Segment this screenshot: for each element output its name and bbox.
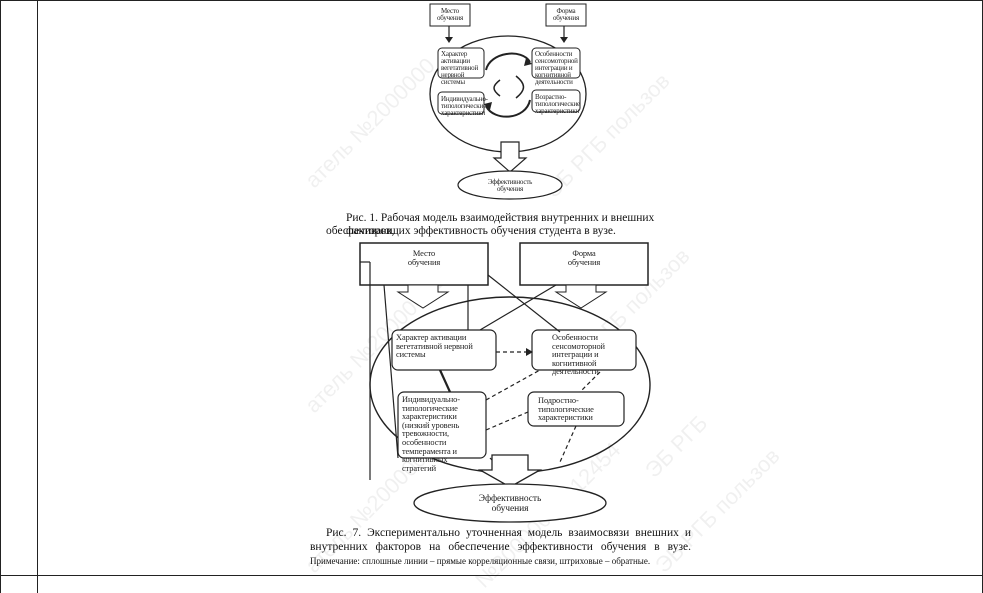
fig1-box-osobennosti: [531, 47, 581, 79]
fig1-oval-effekt: [457, 170, 563, 200]
fig7-label-individ: Индивидуально-типологические характерист…: [402, 395, 460, 473]
fig7-solid-line: [479, 284, 557, 331]
fig1-arrowhead-forma: [560, 37, 568, 43]
fig7-caption-line1: Рис. 7. Экспериментально уточненная моде…: [326, 527, 691, 539]
fig1-caption-line1: Рис. 1. Рабочая модель взаимодействия вн…: [346, 212, 655, 237]
fig7-block-arrow-mesto: [396, 284, 450, 309]
fig7-block-arrow-forma: [554, 284, 608, 309]
fig1-cycle-arrow-bottom: [485, 99, 531, 118]
fig1-box-individ: [437, 91, 485, 115]
fig7-dashed-line: [485, 369, 541, 401]
fig1-label-forma: Форма обучения: [552, 7, 580, 22]
fig7-dashed-arrowhead: [526, 348, 533, 356]
fig1-label-osobennosti: Особенности сенсомоторной интеграции и к…: [535, 50, 578, 86]
fig1-caption-line2: обеспечивающих эффективность обучения ст…: [326, 225, 616, 237]
fig7-solid-line: [487, 274, 561, 333]
table-column-divider: [37, 0, 38, 593]
fig1-label-vozrast: Возрастно-типологические характеристики: [535, 93, 580, 115]
fig1-arrowhead-mesto: [445, 37, 453, 43]
fig1-label-individ: Индивидуально-типологические характерист…: [441, 95, 488, 117]
fig1-box-forma: [545, 3, 587, 27]
fig7-box-mesto: [359, 242, 489, 286]
table-border-top: [0, 0, 983, 1]
fig7-solid-line: [383, 284, 399, 459]
fig1-label-mesto: Место обучения: [436, 7, 464, 22]
fig7-label-forma: Форма обучения: [567, 249, 601, 267]
fig7-box-forma: [519, 242, 649, 286]
fig7-note: Примечание: сплошные линии – прямые корр…: [310, 556, 651, 566]
fig1-cycle-arrow-top: [485, 52, 531, 71]
fig7-box-individ: [397, 391, 487, 459]
fig7-caption-line2: внутренних факторов на обеспечение эффек…: [310, 541, 691, 553]
table-border-left: [0, 0, 1, 593]
fig1-down-arrow: [492, 141, 528, 173]
fig7-solid-line: [438, 369, 452, 393]
fig7-label-effekt: Эффективность обучения: [478, 494, 542, 514]
fig1-box-harakter: [437, 47, 485, 79]
fig7-label-osobennosti: Особенности сенсомоторной интеграции и к…: [552, 333, 605, 377]
fig7-label-podrostk: Подростно-типологические характеристики: [538, 396, 594, 423]
fig1-cycle-arrowhead-bottom: [484, 102, 492, 110]
fig1-label-harakter: Характер активации вегетативной нервной …: [441, 50, 479, 86]
fig1-cycle-arrow-left: [493, 79, 501, 97]
fig1-label-effekt: Эффективность обучения: [487, 178, 533, 193]
fig1-box-vozrast: [531, 89, 581, 113]
fig1-box-mesto: [429, 3, 471, 27]
fig7-dashed-line: [485, 411, 529, 431]
fig7-down-arrow: [477, 454, 543, 488]
fig7-box-osobennosti: [531, 329, 637, 371]
fig7-label-harakter: Характер активации вегетативной нервной …: [396, 333, 473, 360]
fig1-cycle-arrow-right: [515, 75, 525, 99]
fig7-box-harakter: [391, 329, 497, 371]
fig7-dashed-line: [559, 425, 577, 463]
fig7-dashed-line: [579, 371, 601, 393]
table-row-divider: [0, 575, 983, 576]
fig1-cycle-arrowhead-top: [524, 58, 532, 66]
fig7-oval-effekt: [413, 483, 607, 523]
fig7-label-mesto: Место обучения: [407, 249, 441, 267]
